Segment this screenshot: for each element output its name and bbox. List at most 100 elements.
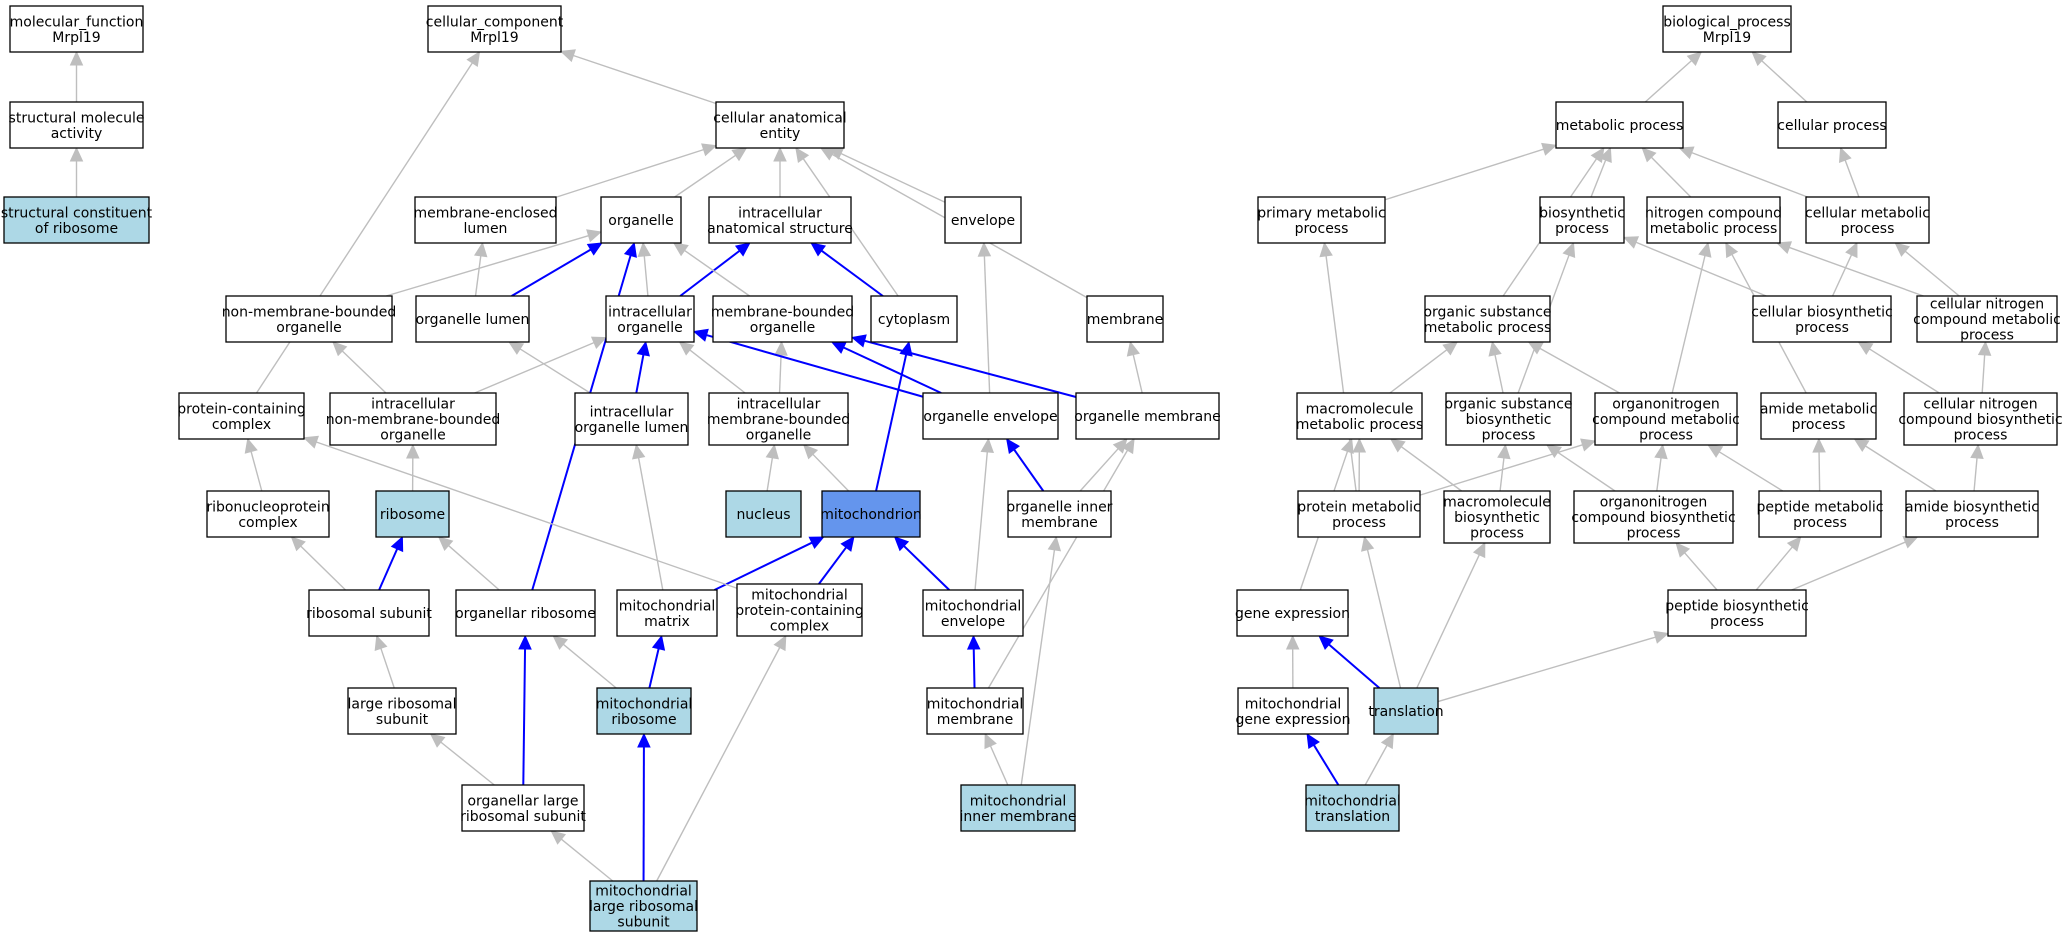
edge-arrowhead [819,147,836,161]
term-node-nucleus[interactable]: nucleus [725,490,802,538]
edge-line [1499,457,1505,492]
edge-cellular_biosynthetic_process-to-biosynthetic_process [1622,236,1767,297]
term-box [206,490,330,538]
term-label: mitochondrial [595,884,692,900]
edge-line [1590,159,1607,198]
term-node-organelle-membrane[interactable]: organelle membrane [1074,392,1221,440]
term-label: membrane [937,712,1014,728]
term-label: protein metabolic [1297,499,1420,515]
term-label: compound metabolic [1913,312,2061,328]
edge-arrowhead [1285,634,1300,650]
term-node-organelle-lumen[interactable]: organelle lumen [415,295,530,343]
edge-line [1366,549,1402,689]
term-box [1296,392,1423,440]
edge-organelle-to-cell_anat_entity [674,147,748,198]
term-box [712,295,853,343]
term-node-membrane[interactable]: membrane [1086,295,1164,343]
edge-peptide_metabolic_process-to-organonitrogen_compound_metabolic [1707,444,1784,492]
edge-mito_protein_complex-to-protein_containing_complex [302,435,738,589]
term-label: biosynthetic [1466,412,1552,428]
edge-arrowhead [1340,437,1354,454]
edge-arrowhead [406,443,420,459]
term-node-organellar-ribosome[interactable]: organellar ribosome [455,589,596,637]
term-node-organelle[interactable]: organelle [600,196,682,244]
term-box [1086,295,1164,343]
edge-mito_matrix-to-ic_organelle_lumen [632,443,664,591]
edge-organellar_large_rib_subunit-to-large_ribosomal_subunit [429,733,495,786]
edge-arrowhead [1977,340,1992,356]
edge-arrowhead [637,241,652,258]
edge-line [1656,457,1662,492]
term-node-ic-non-mem-bounded-organelle[interactable]: intracellularnon-membrane-boundedorganel… [326,392,501,446]
edge-organelle_inner_membrane-to-organelle_envelope [1006,438,1045,492]
edge-line [1400,446,1463,492]
term-node-gene-expression[interactable]: gene expression [1235,589,1350,637]
term-node-cytoplasm[interactable]: cytoplasm [870,295,958,343]
edge-line [1981,354,1986,394]
term-node-organelle-envelope[interactable]: organelle envelope [922,392,1059,440]
term-node-ribosomal-subunit[interactable]: ribosomal subunit [306,589,432,637]
edge-line [635,354,645,394]
edge-arrowhead [1812,437,1826,453]
edge-arrowhead [1894,242,1910,257]
edge-arrowhead [651,634,666,651]
term-node-mitochondrion[interactable]: mitochondrion [820,490,922,538]
term-box [3,196,150,244]
term-node-translation[interactable]: translation [1368,687,1444,735]
term-node-cellular-process[interactable]: cellular process [1777,101,1887,149]
term-label: compound biosynthetic [1571,510,1735,526]
edge-arrowhead [1775,241,1793,254]
term-label: mitochondrial [619,598,716,614]
edge-arrowhead [773,634,787,652]
term-node-ribosome[interactable]: ribosome [375,490,450,538]
edge-line [1791,541,1906,591]
term-node-metabolic-process[interactable]: metabolic process [1555,101,1684,149]
term-node-envelope[interactable]: envelope [944,196,1022,244]
